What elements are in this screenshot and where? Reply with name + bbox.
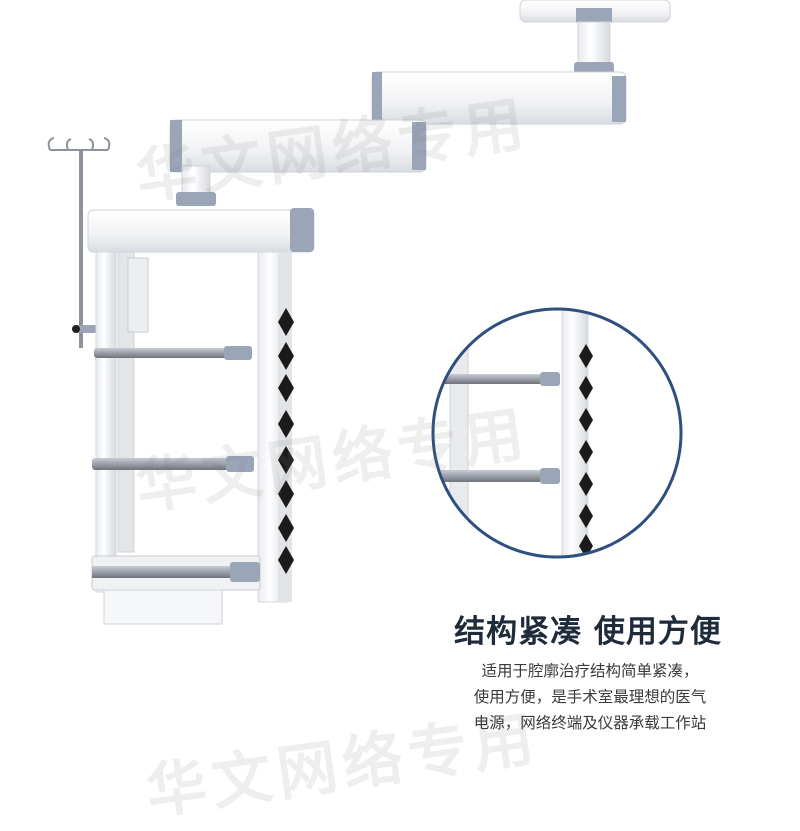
description-line: 电源，网络终端及仪器承载工作站 — [473, 714, 707, 732]
zoom-detail — [431, 307, 683, 559]
iv-pole — [47, 137, 111, 348]
left-column — [95, 251, 149, 593]
middle-arm — [169, 119, 427, 206]
shelf-middle — [92, 456, 254, 472]
upper-arm — [371, 71, 627, 125]
pendant-head — [87, 208, 315, 253]
headline: 结构紧凑 使用方便 — [454, 614, 722, 650]
description-line: 适用于腔廓治疗结构简单紧凑， — [481, 662, 699, 680]
ceiling-mount — [519, 0, 671, 76]
pendant-illustration — [47, 0, 683, 625]
right-column — [257, 251, 294, 603]
description-line: 使用方便，是手术室最理想的医气 — [473, 688, 707, 706]
shelf-bottom — [91, 555, 261, 625]
product-image — [47, 0, 683, 625]
description: 适用于腔廓治疗结构简单紧凑， 使用方便，是手术室最理想的医气 电源，网络终端及仪… — [390, 658, 790, 736]
shelf-top — [94, 346, 252, 360]
